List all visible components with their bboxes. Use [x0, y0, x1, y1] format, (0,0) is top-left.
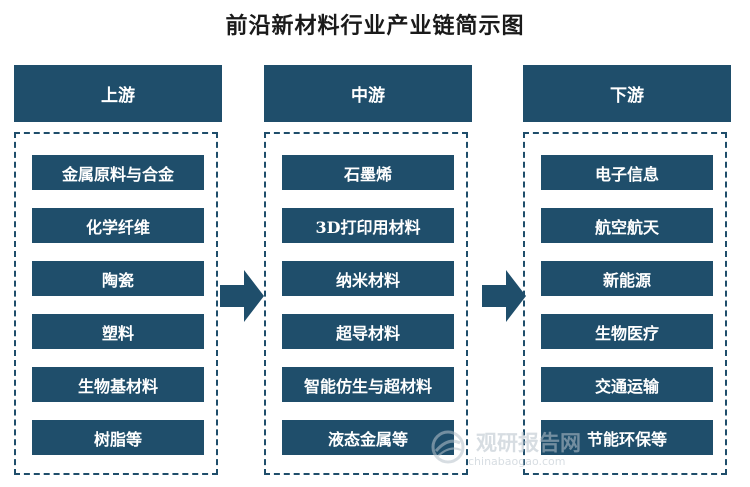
item-box: 3D打印用材料	[282, 208, 454, 243]
item-box: 新能源	[541, 261, 713, 296]
arrow-right-icon	[220, 270, 264, 322]
item-box: 智能仿生与超材料	[282, 367, 454, 402]
item-box: 金属原料与合金	[32, 155, 204, 190]
item-box: 塑料	[32, 314, 204, 349]
item-box: 航空航天	[541, 208, 713, 243]
column-header: 上游	[14, 65, 222, 122]
arrow-right-icon	[482, 270, 526, 322]
column-items-box: 电子信息 航空航天 新能源 生物医疗 交通运输 节能环保等	[523, 132, 727, 475]
column-downstream: 下游 电子信息 航空航天 新能源 生物医疗 交通运输 节能环保等	[523, 65, 731, 475]
watermark-en: chinabaogao.com	[468, 455, 566, 468]
item-box: 节能环保等	[541, 420, 713, 455]
column-midstream: 中游 石墨烯 3D打印用材料 纳米材料 超导材料 智能仿生与超材料 液态金属等	[264, 65, 472, 475]
item-box: 陶瓷	[32, 261, 204, 296]
item-box: 电子信息	[541, 155, 713, 190]
column-items-box: 石墨烯 3D打印用材料 纳米材料 超导材料 智能仿生与超材料 液态金属等	[264, 132, 468, 475]
column-upstream: 上游 金属原料与合金 化学纤维 陶瓷 塑料 生物基材料 树脂等	[14, 65, 222, 475]
item-box: 液态金属等	[282, 420, 454, 455]
item-box: 纳米材料	[282, 261, 454, 296]
watermark: 观研报告网 chinabaogao.com	[430, 425, 610, 475]
item-box: 生物基材料	[32, 367, 204, 402]
item-box: 树脂等	[32, 420, 204, 455]
globe-icon	[431, 430, 465, 464]
column-header: 下游	[523, 65, 731, 122]
watermark-cn: 观研报告网	[476, 431, 581, 455]
item-box: 超导材料	[282, 314, 454, 349]
column-header: 中游	[264, 65, 472, 122]
item-box: 石墨烯	[282, 155, 454, 190]
item-box: 化学纤维	[32, 208, 204, 243]
item-box: 交通运输	[541, 367, 713, 402]
column-items-box: 金属原料与合金 化学纤维 陶瓷 塑料 生物基材料 树脂等	[14, 132, 218, 475]
diagram-title: 前沿新材料行业产业链简示图	[225, 13, 525, 39]
item-box: 生物医疗	[541, 314, 713, 349]
